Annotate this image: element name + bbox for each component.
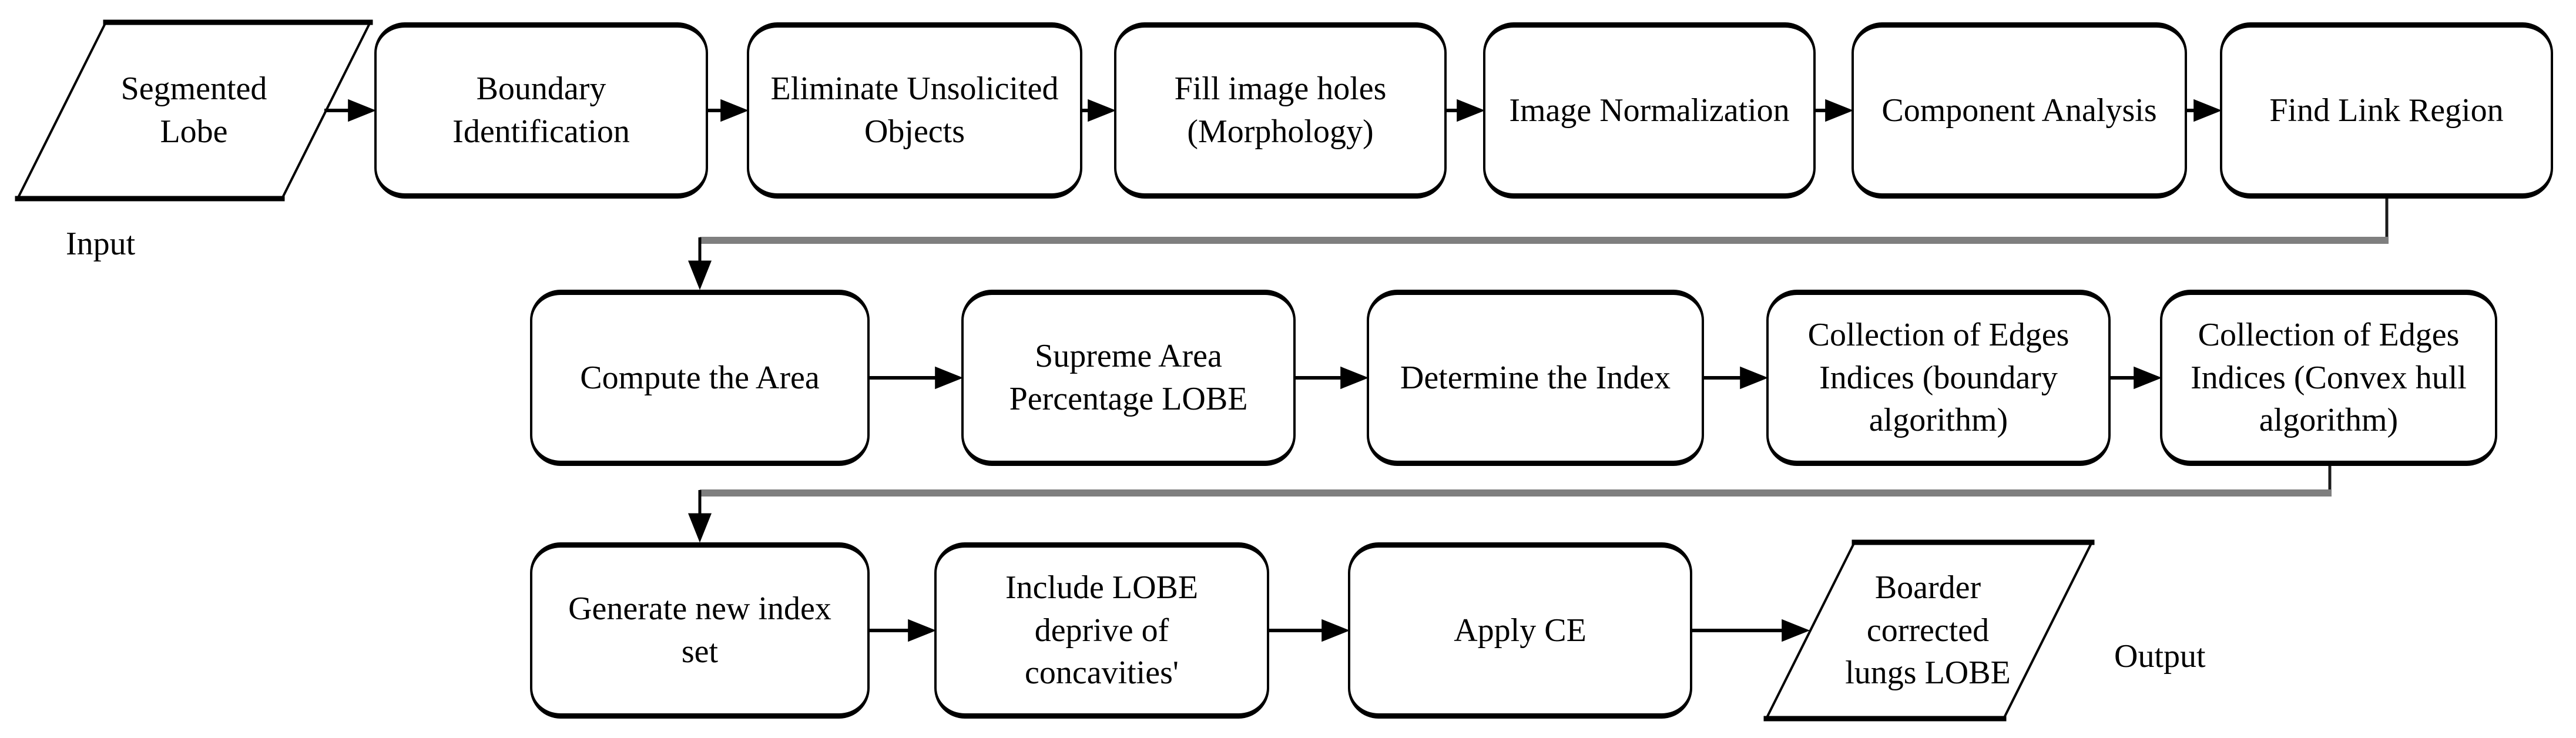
output-parallelogram — [1763, 539, 2095, 722]
node-label: Determine the Index — [1400, 359, 1671, 396]
node-label: Segmented Lobe — [120, 71, 267, 150]
node-find-link-region: Find Link Region — [2220, 22, 2553, 199]
node-determine-the-index: Determine the Index — [1367, 290, 1704, 466]
node-label: Component Analysis — [1881, 92, 2157, 129]
node-boarder-corrected-lungs-lobe-label: Boarder corrected lungs LOBE — [1796, 542, 2060, 719]
node-label: Boarder corrected lungs LOBE — [1845, 569, 2011, 692]
node-image-normalization: Image Normalization — [1483, 22, 1816, 199]
connector-convexhull-to-generate — [688, 464, 2332, 543]
node-label: Apply CE — [1454, 612, 1586, 649]
node-supreme-area-percentage-lobe: Supreme Area Percentage LOBE — [961, 290, 1296, 466]
node-collection-edges-boundary: Collection of Edges Indices (boundary al… — [1766, 290, 2111, 466]
output-annotation: Output — [2114, 638, 2206, 675]
node-label: Boundary Identification — [452, 71, 630, 150]
node-compute-the-area: Compute the Area — [530, 290, 870, 466]
node-include-lobe-deprive-of-concavities: Include LOBE deprive of concavities' — [934, 542, 1269, 719]
node-label: Compute the Area — [580, 359, 820, 396]
node-label: Fill image holes (Morphology) — [1174, 71, 1387, 150]
node-label: Supreme Area Percentage LOBE — [1009, 338, 1248, 417]
node-eliminate-unsolicited-objects: Eliminate Unsolicited Objects — [747, 22, 1082, 199]
input-parallelogram — [15, 19, 373, 202]
node-fill-image-holes: Fill image holes (Morphology) — [1114, 22, 1447, 199]
node-apply-ce: Apply CE — [1348, 542, 1692, 719]
node-boundary-identification: Boundary Identification — [374, 22, 708, 199]
node-generate-new-index-set: Generate new index set — [530, 542, 870, 719]
node-label: Collection of Edges Indices (Convex hull… — [2191, 316, 2467, 439]
input-annotation: Input — [66, 226, 136, 262]
connector-findlink-to-compute — [688, 197, 2389, 290]
node-component-analysis: Component Analysis — [1852, 22, 2187, 199]
node-label: Collection of Edges Indices (boundary al… — [1807, 316, 2069, 439]
node-label: Eliminate Unsolicited Objects — [770, 71, 1059, 150]
node-label: Generate new index set — [568, 591, 831, 670]
node-collection-edges-convex-hull: Collection of Edges Indices (Convex hull… — [2160, 290, 2497, 466]
node-label: Include LOBE deprive of concavities' — [1005, 569, 1199, 692]
node-label: Find Link Region — [2269, 92, 2504, 129]
node-label: Image Normalization — [1509, 92, 1790, 129]
node-segmented-lobe-label: Segmented Lobe — [47, 22, 341, 199]
